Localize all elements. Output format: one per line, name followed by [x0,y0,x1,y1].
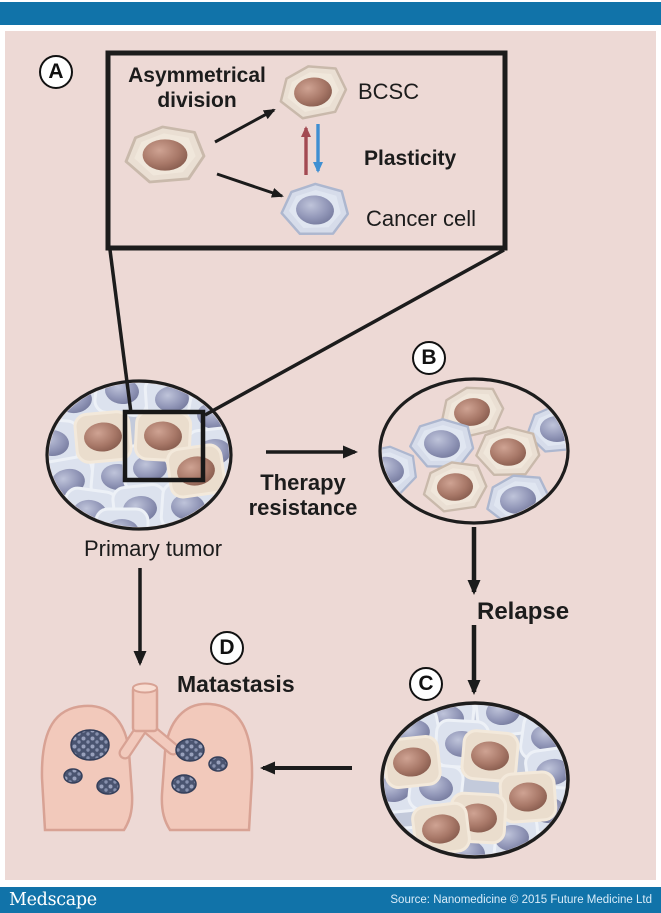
cancer-cell-label: Cancer cell [366,206,477,231]
bcsc-label: BCSC [358,79,420,104]
panel-c-badge: C [409,667,443,701]
panel-a-box [105,50,508,251]
arrow-to-cancer-cell [216,172,284,198]
medscape-logo: Medscape [9,890,97,910]
relapse-label: Relapse [477,598,570,625]
panel-a-badge: A [39,55,73,89]
therapy-line: Therapy [260,470,346,495]
footer-bar: Medscape Source: Nanomedicine © 2015 Fut… [0,887,661,913]
therapy-resistance-label: Therapy resistance [223,470,383,520]
cancer-cell [278,179,352,240]
left-lung [40,704,134,832]
metastasis-label: Matastasis [177,671,295,697]
zoom-leader-lines [108,248,505,417]
metastasis-spots [63,729,228,795]
source-credit: Source: Nanomedicine © 2015 Future Medic… [390,894,652,906]
panel-b-letter: B [421,346,437,369]
panel-d-badge: D [210,631,244,665]
therapy-resistant-circle [378,377,570,525]
bcsc-cell [276,61,350,122]
primary-tumor-circle [45,379,233,531]
bronchi [118,722,180,760]
plasticity-arrows [301,124,323,175]
inset-square [122,409,206,483]
top-accent-bar [0,2,661,25]
panel-b-badge: B [412,341,446,375]
plasticity-label: Plasticity [364,147,457,170]
trachea [131,682,159,733]
division-line: division [157,89,237,112]
resistance-line: resistance [248,495,358,520]
parent-bcsc-cell [124,125,206,184]
flow-arrows [133,445,481,775]
asymmetric-division-arrows [214,108,284,198]
primary-tumor-label: Primary tumor [83,536,223,561]
panel-d-letter: D [219,636,235,659]
arrow-to-bcsc [214,108,276,144]
panel-a-letter: A [48,60,64,83]
lungs-illustration [40,682,254,832]
relapsed-tumor-circle [380,701,570,859]
right-lung [160,702,254,832]
asymmetrical-line: Asymmetrical [128,64,266,87]
panel-c-letter: C [418,672,434,695]
asymmetrical-division-label: Asymmetrical division [112,63,282,113]
